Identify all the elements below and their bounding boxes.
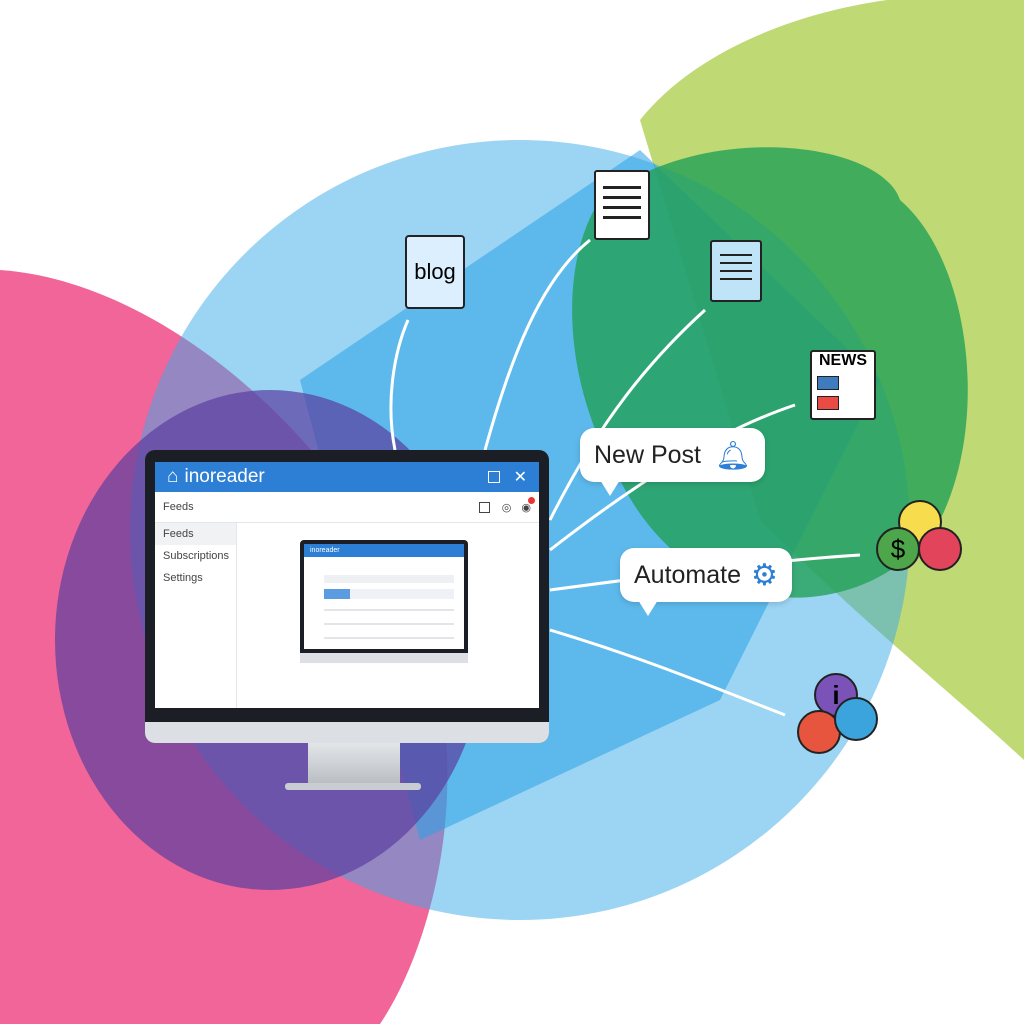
info-label: i xyxy=(832,680,840,710)
sidebar-item-settings[interactable]: Settings xyxy=(163,572,203,584)
news-label: NEWS xyxy=(819,352,867,369)
gear-icon: ⚙ xyxy=(751,558,778,592)
toolbar-title: Feeds xyxy=(163,501,194,513)
square-icon[interactable] xyxy=(478,501,490,513)
home-bubble-icon xyxy=(797,710,841,754)
document-icon xyxy=(710,240,762,302)
inner-app-name: inoreader xyxy=(304,544,464,557)
settings-icon[interactable]: ◎ xyxy=(501,501,512,514)
blog-icon: blog xyxy=(405,235,465,309)
toolbar: Feeds ◎ ◉ xyxy=(155,492,539,523)
maximize-icon[interactable] xyxy=(487,471,500,483)
close-icon[interactable]: ✕ xyxy=(513,469,527,486)
notification-icon[interactable]: ◉ xyxy=(521,496,535,514)
automate-bubble: Automate ⚙ xyxy=(620,548,792,616)
inner-monitor: inoreader xyxy=(300,540,468,663)
logo-icon: ⌂ xyxy=(167,466,179,487)
app-name: inoreader xyxy=(184,466,265,487)
dollar-bubble-icon: $ xyxy=(876,527,920,571)
monitor-stand xyxy=(308,743,400,785)
newspaper-icon: NEWS xyxy=(810,350,876,420)
green-blob xyxy=(572,147,968,598)
new-post-bubble: New Post 🔔︎ xyxy=(580,428,765,496)
notepad-pencil-icon xyxy=(594,170,650,240)
app-window: ⌂ inoreader ✕ Feeds ◎ ◉ Feeds Subscripti… xyxy=(155,462,539,708)
heart-bubble-icon xyxy=(918,527,962,571)
sidebar-item-feeds[interactable]: Feeds xyxy=(155,523,236,545)
monitor-base xyxy=(285,783,421,790)
title-bar: ⌂ inoreader ✕ xyxy=(155,462,539,492)
monitor-chin xyxy=(145,722,549,743)
automate-label: Automate xyxy=(634,560,742,589)
dollar-label: $ xyxy=(890,534,906,564)
bell-icon: 🔔︎ xyxy=(714,439,751,471)
new-post-label: New Post xyxy=(594,440,701,469)
sidebar-item-subscriptions[interactable]: Subscriptions xyxy=(163,550,230,562)
sidebar: Feeds Subscriptions Settings xyxy=(155,523,237,708)
heart-blue-bubble-icon xyxy=(834,697,878,741)
blog-label: blog xyxy=(414,259,456,284)
